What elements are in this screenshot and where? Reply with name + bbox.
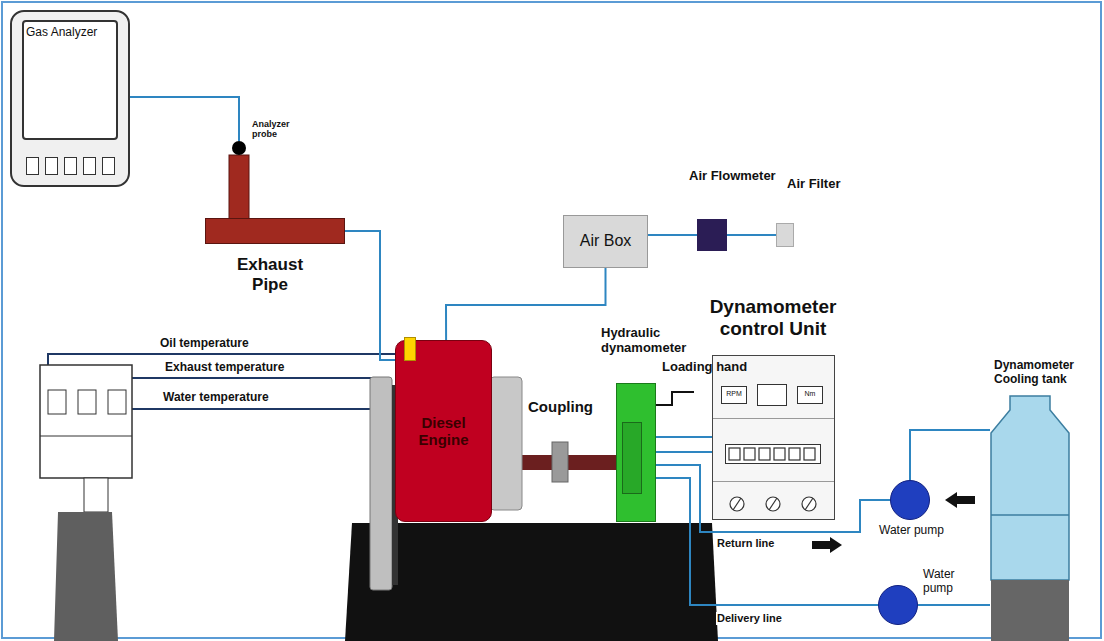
water-level <box>991 514 1069 516</box>
part-label: Water temperature <box>163 391 269 405</box>
meter <box>757 384 787 406</box>
node-label: Exhaust Pipe <box>224 255 316 294</box>
rear-plate <box>490 377 522 510</box>
part-label: Loading hand <box>662 360 747 375</box>
pipe-connector <box>918 604 990 606</box>
pipe-connector <box>727 234 776 236</box>
pipe-connector <box>345 231 395 360</box>
node-label: Air Filter <box>787 177 840 192</box>
node-label: Air Box <box>580 232 632 250</box>
coupling <box>552 442 568 482</box>
air-filter: Air Filter <box>776 223 794 247</box>
flow-arrow <box>945 492 975 508</box>
exhaust-pipe: Exhaust Pipe <box>205 218 345 244</box>
exhaust-stub <box>229 155 249 219</box>
node-label: Dynamometer control Unit <box>703 296 843 340</box>
dynamometer-control-unit: Dynamometer control UnitRPMNm <box>712 355 835 520</box>
analyzer-key <box>83 157 96 175</box>
node-label: RPM <box>721 390 747 398</box>
pipe-connector <box>656 436 712 438</box>
flywheel-plate <box>370 377 392 590</box>
engine-base <box>345 523 718 641</box>
water-pump: Water pump <box>878 585 918 625</box>
line-label: Delivery line <box>716 612 783 625</box>
analyzer-key <box>45 157 58 175</box>
pipe-connector <box>130 97 239 141</box>
flow-arrow <box>812 537 842 553</box>
node-label: Air Flowmeter <box>689 169 776 184</box>
pipe-connector <box>910 430 990 480</box>
temp-window <box>48 390 66 414</box>
part-label: Coupling <box>528 398 593 415</box>
analyzer-key <box>26 157 39 175</box>
node-label: Analyzer probe <box>252 119 300 140</box>
cooling-tank: Dynamometer Cooling tank <box>990 395 1070 641</box>
temp-indicator <box>40 365 132 478</box>
air-flowmeter: Air Flowmeter <box>697 219 727 251</box>
tank-shape <box>990 395 1070 641</box>
analyzer-key <box>102 157 115 175</box>
gas-analyzer: Gas Analyzer <box>10 10 130 187</box>
temp-window <box>78 390 96 414</box>
air-box: Air Box <box>563 215 648 268</box>
node-label: Water pump <box>923 568 967 596</box>
signal-line <box>656 451 712 453</box>
tank-body <box>991 396 1069 580</box>
panel-line <box>713 418 834 419</box>
diesel-engine: Diesel Engine <box>395 340 492 522</box>
dials <box>713 356 834 519</box>
node-label: Hydraulic dynamometer <box>601 326 701 356</box>
digit-row <box>729 448 815 460</box>
water-pump: Water pump <box>890 480 930 520</box>
temp-neck <box>84 478 108 512</box>
node-label: Water pump <box>879 524 944 538</box>
temp-window <box>108 390 126 414</box>
node-label: Dynamometer Cooling tank <box>994 359 1094 387</box>
line-label: Return line <box>716 537 775 550</box>
analyzer-probe: Analyzer probe <box>232 141 246 155</box>
pipe-connector <box>648 234 697 236</box>
dyno-rotor <box>622 422 642 494</box>
pipe-connector <box>446 268 606 340</box>
tank-base <box>991 580 1069 641</box>
node-label: Gas Analyzer <box>26 26 114 40</box>
analyzer-key <box>64 157 77 175</box>
loading-hand <box>656 392 694 405</box>
part-label: Oil temperature <box>160 337 249 351</box>
temp-stand <box>54 512 118 641</box>
knob <box>730 497 816 511</box>
panel-line <box>713 481 834 482</box>
water-temp-wire <box>120 408 372 410</box>
hydraulic-dynamometer: Hydraulic dynamometer <box>616 383 656 522</box>
oil-sensor <box>404 337 416 361</box>
part-label: Exhaust temperature <box>165 361 284 375</box>
node-label: Nm <box>797 390 823 398</box>
temp-band <box>40 436 132 437</box>
node-label: Diesel Engine <box>400 414 487 449</box>
